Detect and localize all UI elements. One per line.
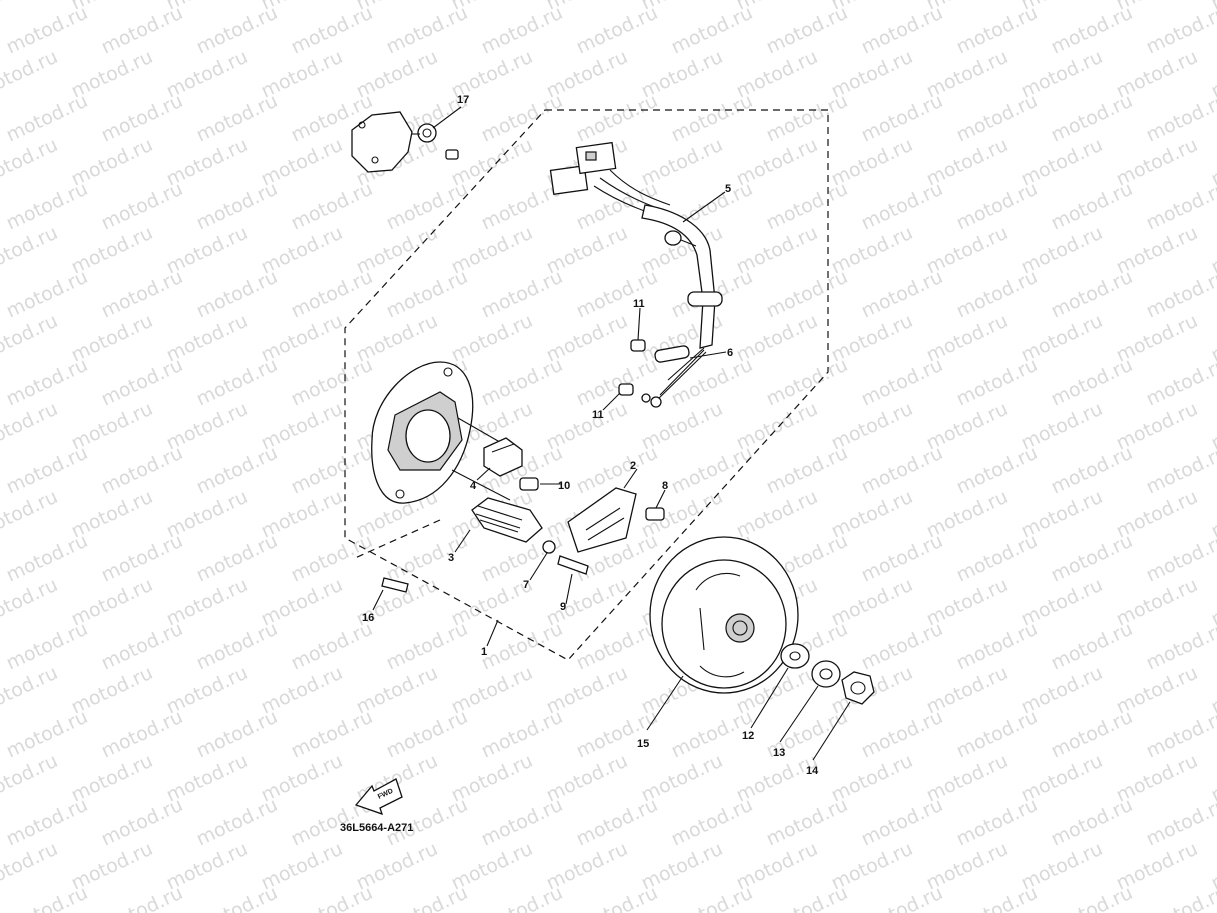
callout-1: 1 — [481, 646, 487, 658]
callout-10: 10 — [558, 480, 570, 492]
assembly-outline — [344, 109, 829, 661]
coil-3 — [471, 497, 543, 543]
coil-2 — [567, 487, 637, 553]
screw-11-lower — [618, 383, 634, 396]
screw-10 — [519, 477, 539, 491]
leader-lines — [372, 106, 851, 761]
callout-3: 3 — [448, 552, 454, 564]
callout-5: 5 — [725, 183, 731, 195]
lock-washer-16 — [811, 660, 841, 688]
pickup-plate — [351, 111, 459, 173]
screw-9 — [557, 555, 589, 575]
callout-6: 6 — [727, 347, 733, 359]
screw-13 — [381, 577, 409, 593]
fwd-arrow-icon: FWD — [354, 778, 403, 816]
callout-13: 16 — [362, 612, 374, 624]
callout-17: 14 — [806, 765, 819, 777]
screw-8 — [645, 507, 665, 521]
assembly-outline-tail — [354, 519, 441, 559]
washer-15 — [780, 643, 810, 669]
callout-4: 4 — [470, 480, 477, 492]
stator-plate — [371, 361, 511, 504]
washer-7 — [542, 540, 556, 554]
callout-7: 7 — [523, 579, 529, 591]
callout-9: 9 — [560, 601, 566, 613]
callout-8: 8 — [662, 480, 668, 492]
wire-harness — [549, 141, 723, 408]
callout-12: 15 — [637, 738, 649, 750]
screw-11-upper — [630, 339, 646, 352]
callout-16: 13 — [773, 747, 785, 759]
callout-15: 12 — [742, 730, 754, 742]
callout-11-lower: 11 — [592, 409, 604, 421]
callout-14: 17 — [457, 94, 469, 106]
callout-2: 2 — [630, 460, 636, 472]
diagram-code: 36L5664-A271 — [340, 822, 413, 834]
callout-11-upper: 11 — [633, 298, 645, 310]
pulser-coil-4 — [483, 437, 523, 477]
flywheel-rotor — [649, 536, 799, 694]
nut-17 — [841, 671, 875, 705]
